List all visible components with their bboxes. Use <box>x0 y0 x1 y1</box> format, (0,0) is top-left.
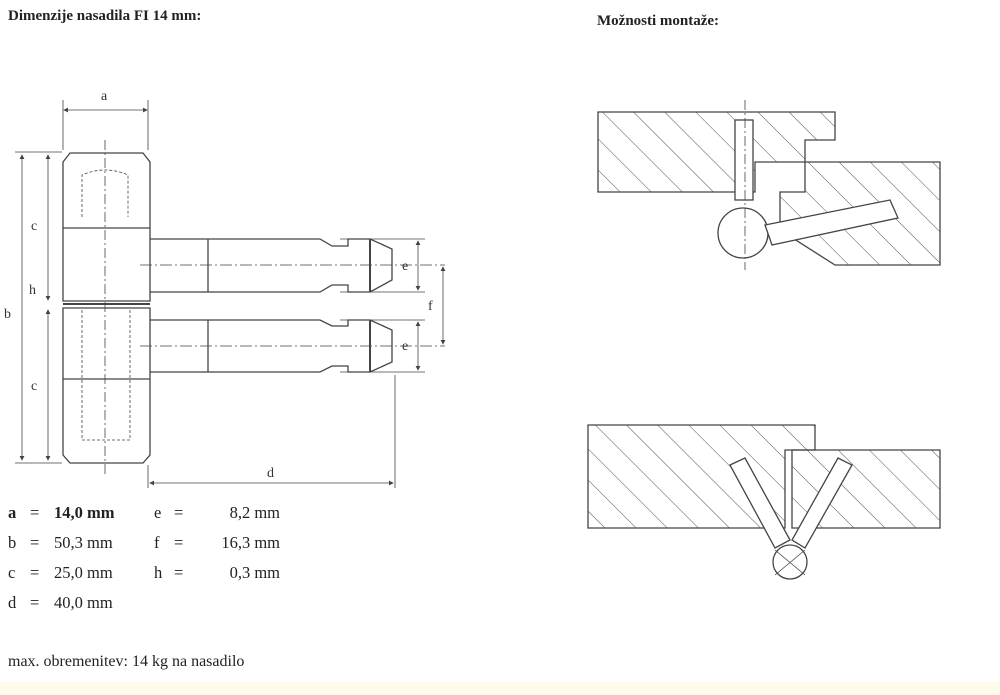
dim-label-e-upper: e <box>402 259 408 274</box>
spec-key: c <box>8 563 16 582</box>
spec-key: d <box>8 593 17 612</box>
spec-eq: = <box>174 533 184 552</box>
mounting-option-diagram-1 <box>597 100 941 270</box>
mounting-options-title: Možnosti montaže: <box>597 13 720 29</box>
spec-eq: = <box>30 593 40 612</box>
upper-pin <box>140 238 445 293</box>
spec-key: b <box>8 533 17 552</box>
spec-row-c: c = 25,0 mm h = 0,3 mm <box>8 563 280 583</box>
dim-label-c-lower: c <box>31 379 37 394</box>
spec-value: 0,3 mm <box>229 563 280 582</box>
spec-value: 16,3 mm <box>221 533 280 552</box>
spec-key: a <box>8 503 17 522</box>
spec-key: f <box>154 533 160 552</box>
dim-label-d: d <box>267 466 274 481</box>
dim-label-b: b <box>4 307 11 322</box>
spec-row-d: d = 40,0 mm <box>8 593 154 613</box>
footer-band <box>0 682 1000 695</box>
spec-value: 40,0 mm <box>54 593 113 612</box>
dim-label-h: h <box>29 283 36 298</box>
lower-pin <box>140 319 445 373</box>
max-load-note: max. obremenitev: 14 kg na nasadilo <box>8 653 245 670</box>
dimensions-title: Dimenzije nasadila FI 14 mm: <box>8 8 202 24</box>
spec-value: 8,2 mm <box>229 503 280 522</box>
spec-eq: = <box>30 503 40 522</box>
spec-key: e <box>154 503 162 522</box>
hinge-dimension-drawing: a b c c h d e e f <box>4 89 446 488</box>
spec-value: 25,0 mm <box>54 563 113 582</box>
spec-value: 50,3 mm <box>54 533 113 552</box>
spec-eq: = <box>174 503 184 522</box>
dim-label-f: f <box>428 299 433 314</box>
spec-key: h <box>154 563 163 582</box>
dim-label-e-lower: e <box>402 339 408 354</box>
spec-row-a: a = 14,0 mm e = 8,2 mm <box>8 503 280 523</box>
dim-label-a: a <box>101 89 108 104</box>
dim-label-c-upper: c <box>31 219 37 234</box>
spec-value: 14,0 mm <box>54 503 115 522</box>
spec-row-b: b = 50,3 mm f = 16,3 mm <box>8 533 280 553</box>
spec-eq: = <box>30 533 40 552</box>
spec-eq: = <box>174 563 184 582</box>
mounting-option-diagram-2 <box>587 424 941 580</box>
spec-eq: = <box>30 563 40 582</box>
